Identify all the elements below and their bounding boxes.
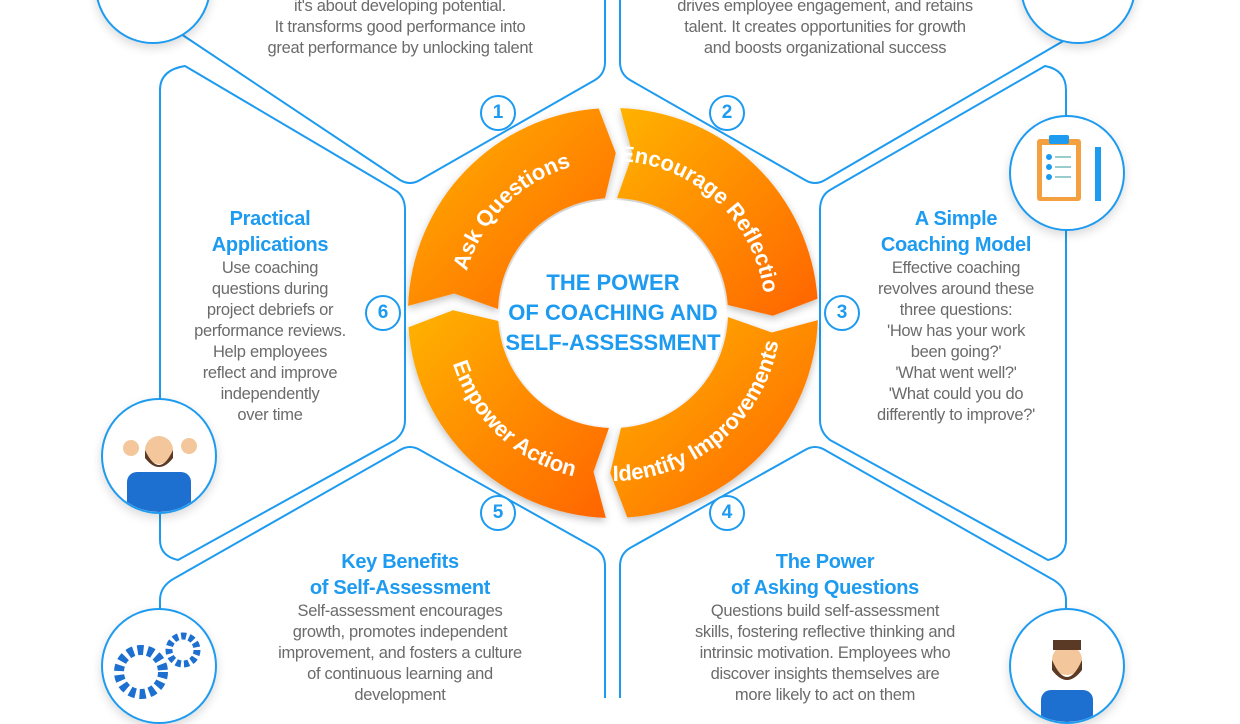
cell-text: and boosts organizational success (703, 39, 947, 57)
cell-text: it's about developing potential. (294, 0, 506, 15)
cell-practical-applications: Practical Applications Use coaching ques… (170, 206, 370, 426)
cell-title: Key Benefits (341, 551, 459, 573)
cell-text: Questions build self-assessment (710, 602, 940, 620)
cell-text: reflect and improve (202, 364, 338, 382)
cell-text: questions during (211, 280, 329, 298)
title-line: SELF-ASSESSMENT (505, 330, 721, 355)
step-badge-3: 3 (824, 295, 860, 331)
cell-text: improvement, and fosters a culture (278, 644, 522, 662)
coaching-cycle-ring (408, 108, 818, 518)
cell-text: 'What could you do (888, 385, 1024, 403)
cell-text: independently (220, 385, 320, 403)
cell-top-left: it's about developing potential. It tran… (220, 0, 580, 59)
cell-text: drives employee engagement, and retains (677, 0, 973, 15)
clipboard-icon (1009, 115, 1125, 231)
cell-text: differently to improve?' (877, 406, 1035, 424)
ring-segment-ask-questions (408, 108, 616, 309)
ring-center (500, 200, 726, 426)
ring-segment-encourage-reflection (617, 108, 818, 316)
cell-title: A Simple (914, 208, 998, 230)
title-line: OF COACHING AND (508, 300, 718, 325)
cell-text: performance reviews. (194, 322, 346, 340)
step-badge-4: 4 (709, 495, 745, 531)
cell-text: 'How has your work (886, 322, 1026, 340)
cell-text: development (354, 686, 446, 704)
cell-text: revolves around these (877, 280, 1035, 298)
cell-key-benefits: Key Benefits of Self-Assessment Self-ass… (230, 549, 570, 706)
hexagon-cell-outlines (159, 0, 1067, 698)
step-badge-1: 1 (480, 95, 516, 131)
cell-title: Coaching Model (880, 234, 1032, 256)
cell-text: discover insights themselves are (710, 665, 940, 683)
ring-segment-identify-improvements (610, 317, 818, 518)
cell-text: Use coaching (221, 259, 319, 277)
cell-text: of continuous learning and (307, 665, 493, 683)
cell-title: Applications (211, 234, 329, 256)
cell-simple-coaching-model: A Simple Coaching Model Effective coachi… (856, 206, 1056, 426)
cell-text: Effective coaching (891, 259, 1021, 277)
cell-power-of-asking: The Power of Asking Questions Questions … (650, 549, 1000, 706)
cell-text: Self-assessment encourages (297, 602, 503, 620)
cell-text: over time (237, 406, 303, 424)
cell-title: of Asking Questions (730, 577, 920, 599)
businessman-icon (1009, 608, 1125, 724)
cell-text: 'What went well?' (895, 364, 1017, 382)
cell-text: Help employees (212, 343, 328, 361)
cell-title: Practical (229, 208, 311, 230)
step-badge-6: 6 (365, 295, 401, 331)
diagram-background: Ask Questions Encourage Reflection Ident… (159, 0, 1067, 698)
cell-title: The Power (775, 551, 875, 573)
title-line: THE POWER (546, 270, 680, 295)
cell-text: It transforms good performance into (274, 18, 526, 36)
cell-text: intrinsic motivation. Employees who (699, 644, 951, 662)
cell-text: three questions: (899, 301, 1013, 319)
cell-top-right: drives employee engagement, and retains … (640, 0, 1010, 59)
team-icon (101, 398, 217, 514)
cell-text: great performance by unlocking talent (267, 39, 533, 57)
page-title: THE POWER OF COACHING AND SELF-ASSESSMEN… (490, 268, 736, 358)
cell-title: of Self-Assessment (309, 577, 491, 599)
ring-segment-empower-action (408, 310, 609, 518)
cell-text: talent. It creates opportunities for gro… (684, 18, 966, 36)
cell-text: more likely to act on them (734, 686, 916, 704)
cell-text: project debriefs or (206, 301, 334, 319)
step-badge-5: 5 (480, 495, 516, 531)
step-badge-2: 2 (709, 95, 745, 131)
gears-icon (101, 608, 217, 724)
cell-text: been going?' (910, 343, 1002, 361)
cell-text: growth, promotes independent (292, 623, 508, 641)
cell-text: skills, fostering reflective thinking an… (694, 623, 956, 641)
